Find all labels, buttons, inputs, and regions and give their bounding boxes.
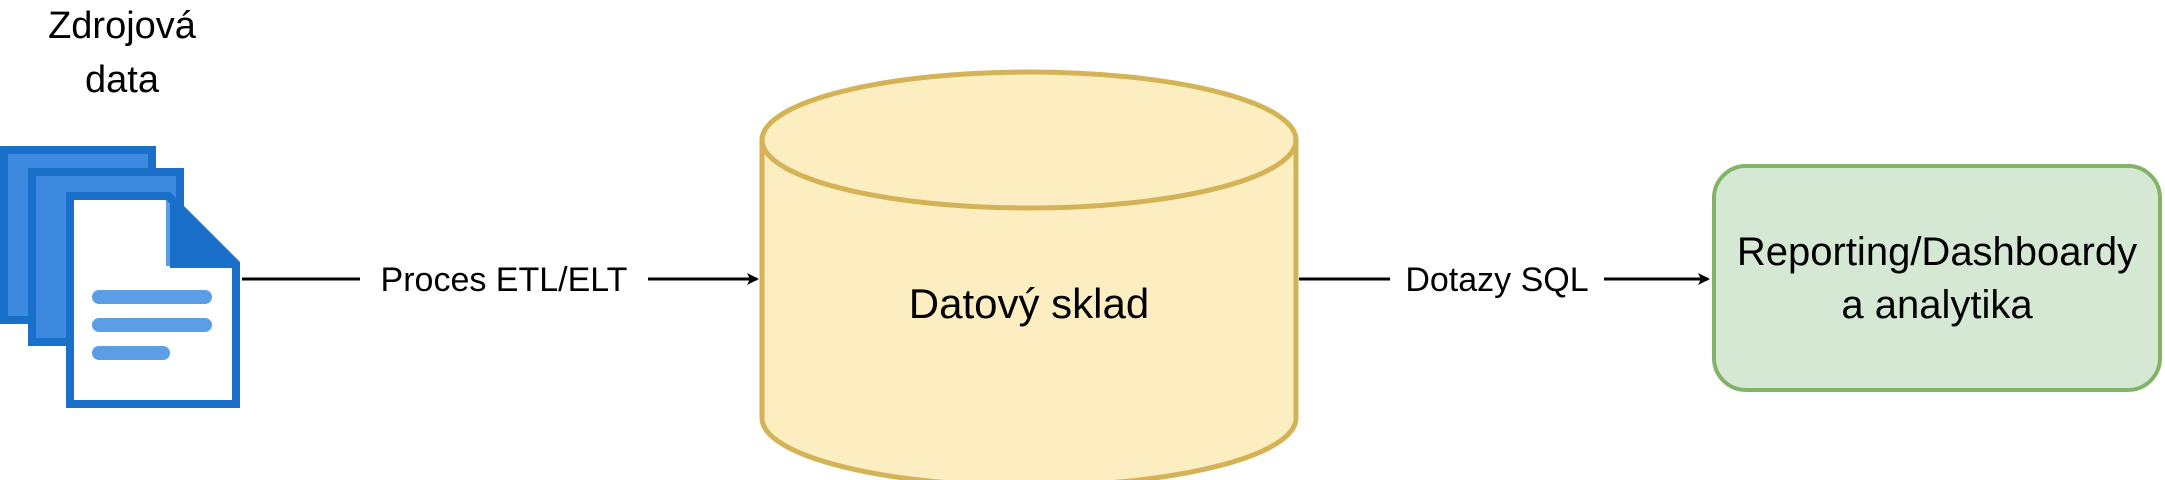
warehouse-label: Datový sklad <box>909 280 1149 327</box>
reporting-line2: a analytika <box>1841 283 2033 327</box>
reporting-line1: Reporting/Dashboardy <box>1737 230 2137 274</box>
document-line <box>92 346 170 360</box>
source-title-line2: data <box>85 59 160 101</box>
database-cylinder-icon: Datový sklad <box>759 69 1299 480</box>
document-line <box>92 318 212 332</box>
sql-edge: Dotazy SQL <box>1299 261 1710 299</box>
documents-icon <box>0 146 240 408</box>
etl-edge: Proces ETL/ELT <box>242 261 759 299</box>
sql-edge-label: Dotazy SQL <box>1405 261 1588 299</box>
source-title-line1: Zdrojová <box>48 5 197 47</box>
etl-edge-label: Proces ETL/ELT <box>381 261 628 299</box>
reporting-box: Reporting/Dashboardy a analytika <box>1712 164 2162 392</box>
document-line <box>92 290 212 304</box>
